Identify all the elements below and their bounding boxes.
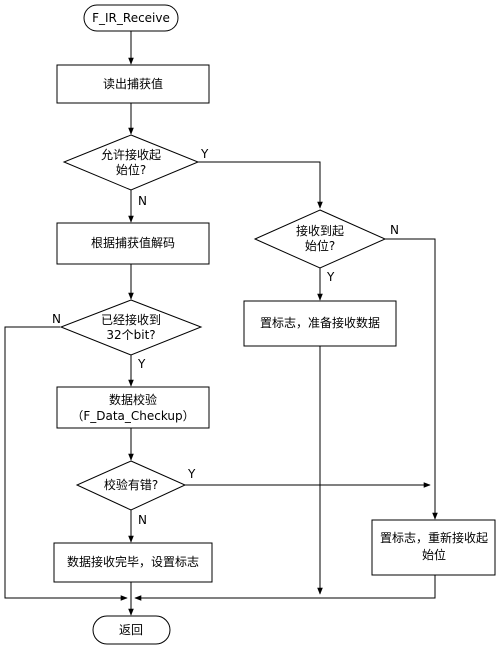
received-32-no-label: N [52,312,61,326]
data-checkup-label-line1: 数据校验 [109,392,157,407]
set-flag-prepare-label: 置标志，准备接收数据 [260,315,380,330]
connector-recv-no-to-restart [385,238,438,520]
allow-start-yes-label: Y [200,147,209,161]
received-start-label-line2: 始位? [305,238,335,253]
data-checkup-label-line2: （F_Data_Checkup） [71,409,194,423]
received-start-label-line1: 接收到起 [296,223,344,238]
received-start-bit-decision [253,209,387,269]
restart-receive-box [371,519,496,576]
check-error-label: 校验有错? [104,477,158,492]
connector-restart-to-return [134,575,436,601]
received-start-no-label: N [390,223,399,237]
received-32-bits-decision [59,299,203,356]
return-terminator [92,615,171,645]
allow-start-decision [62,134,200,191]
received-32-label-line1: 已经接收到 [101,312,161,327]
allow-start-label-line2: 始位? [116,162,146,177]
start-label: F_IR_Receive [92,11,170,25]
receive-complete-box [53,542,213,583]
read-capture-label: 读出捕获值 [103,76,163,91]
check-error-decision [75,460,187,511]
received-32-yes-label: Y [137,357,146,371]
start-terminator [83,4,179,32]
connectors [4,31,438,616]
check-error-yes-label: Y [187,467,196,481]
received-32-label-line2: 32个bit? [106,328,155,342]
connector-bits-no-to-return [4,326,128,601]
receive-complete-label: 数据接收完毕，设置标志 [67,554,199,569]
received-start-yes-label: Y [326,270,335,284]
connector-allow-yes-to-recv [198,161,323,209]
decode-label: 根据捕获值解码 [91,235,175,250]
return-label: 返回 [119,623,143,637]
read-capture-box [56,64,210,104]
restart-receive-label-line2: 始位 [422,547,446,562]
restart-receive-label-line1: 置标志，重新接收起 [380,530,488,545]
allow-start-label-line1: 允许接收起 [101,147,161,162]
check-error-no-label: N [138,513,147,527]
data-checkup-box [56,386,210,429]
decode-box [56,222,210,265]
allow-start-no-label: N [138,194,147,208]
set-flag-prepare-box [243,300,397,347]
